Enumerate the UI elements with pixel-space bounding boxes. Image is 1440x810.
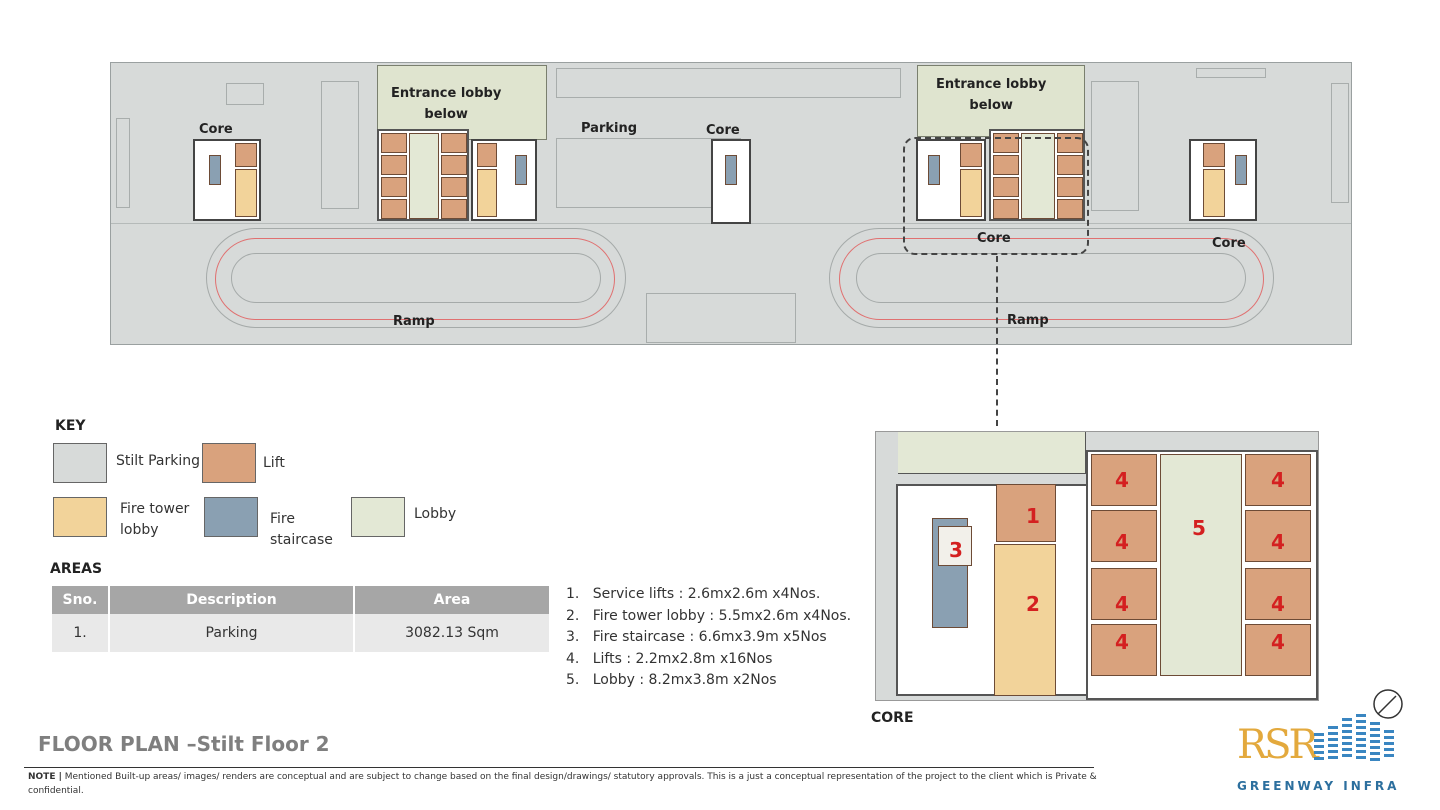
lift-bank-right bbox=[989, 129, 1085, 221]
areas-title: AREAS bbox=[50, 561, 103, 577]
parking-bay bbox=[226, 83, 264, 105]
dimension-notes-list: 1. Service lifts : 2.6mx2.6m x4Nos. 2. F… bbox=[566, 584, 851, 692]
entrance-lobby-left bbox=[377, 65, 547, 140]
page-title: FLOOR PLAN –Stilt Floor 2 bbox=[38, 732, 330, 756]
callout-connector bbox=[996, 256, 998, 426]
label-number-4: 4 bbox=[1115, 630, 1129, 654]
swatch-lobby bbox=[351, 497, 405, 537]
table-row: 1. Parking 3082.13 Sqm bbox=[52, 614, 549, 652]
logo-subtitle: GREENWAY INFRA bbox=[1237, 779, 1400, 793]
parking-bays bbox=[646, 293, 796, 343]
detail-fire-tower-lobby bbox=[994, 544, 1056, 696]
detail-lift bbox=[1091, 510, 1157, 562]
label-number-4: 4 bbox=[1115, 468, 1129, 492]
swatch-fire-staircase bbox=[204, 497, 258, 537]
detail-lobby-top bbox=[898, 432, 1086, 474]
ramp-right-path bbox=[839, 238, 1264, 320]
ramp-right bbox=[829, 228, 1274, 328]
label-number-4: 4 bbox=[1115, 592, 1129, 616]
entrance-lobby-label: Entrance lobby below bbox=[391, 86, 502, 122]
label-number-4: 4 bbox=[1271, 468, 1285, 492]
ramp-left bbox=[206, 228, 626, 328]
core-3 bbox=[916, 139, 986, 221]
ramp-label: Ramp bbox=[393, 314, 435, 329]
core-label: Core bbox=[1212, 236, 1246, 251]
cell-area: 3082.13 Sqm bbox=[355, 614, 549, 652]
entrance-lobby-label: Entrance lobby below bbox=[936, 77, 1047, 113]
swatch-lift bbox=[202, 443, 256, 483]
label-number-1: 1 bbox=[1026, 504, 1040, 528]
disclaimer-note: NOTE | Mentioned Built-up areas/ images/… bbox=[28, 770, 1108, 798]
column-header-area: Area bbox=[355, 586, 549, 614]
detail-service-lift bbox=[996, 484, 1056, 542]
column-header-sno: Sno. bbox=[52, 586, 108, 614]
note-item: 1. Service lifts : 2.6mx2.6m x4Nos. bbox=[566, 586, 821, 602]
detail-lift bbox=[1245, 454, 1311, 506]
detail-lift bbox=[1091, 454, 1157, 506]
core-label: Core bbox=[977, 231, 1011, 246]
building-logo-icon bbox=[1314, 689, 1403, 761]
parking-bays bbox=[116, 118, 130, 208]
areas-table: Sno. Description Area 1. Parking 3082.13… bbox=[50, 586, 551, 652]
key-label-lobby: Lobby bbox=[414, 506, 457, 522]
ramp-left-path bbox=[215, 238, 615, 320]
parking-bays bbox=[1331, 83, 1349, 203]
key-label-fire-staircase: Fire staircase bbox=[270, 511, 333, 548]
footer-divider bbox=[24, 767, 1094, 768]
note-label: NOTE | bbox=[28, 772, 62, 782]
key-label-fire-tower-lobby: Fire tower lobby bbox=[120, 501, 190, 538]
core-1 bbox=[193, 139, 261, 221]
label-number-5: 5 bbox=[1192, 516, 1206, 540]
detail-lift bbox=[1091, 624, 1157, 676]
key-label-stilt-parking: Stilt Parking bbox=[116, 453, 200, 469]
core-label: Core bbox=[706, 123, 740, 138]
parking-bays bbox=[1196, 68, 1266, 78]
column-header-description: Description bbox=[110, 586, 353, 614]
label-number-4: 4 bbox=[1271, 530, 1285, 554]
cell-description: Parking bbox=[110, 614, 353, 652]
core-highlight-outline bbox=[903, 137, 1089, 255]
logo-rsr-mark: RSR bbox=[1237, 722, 1319, 768]
core-left-2 bbox=[471, 139, 537, 221]
parking-bays bbox=[556, 68, 901, 98]
site-floor-plan: Core Entrance lobby below Parking Core E… bbox=[110, 62, 1352, 345]
core-4 bbox=[1189, 139, 1257, 221]
parking-bays bbox=[321, 81, 359, 209]
note-body: Mentioned Built-up areas/ images/ render… bbox=[28, 772, 1097, 796]
key-label-lift: Lift bbox=[263, 455, 285, 471]
swatch-fire-tower-lobby bbox=[53, 497, 107, 537]
key-title: KEY bbox=[55, 418, 86, 434]
core-detail-plan: 1 2 3 4 4 4 4 4 4 4 4 5 bbox=[875, 431, 1319, 701]
detail-lobby bbox=[1160, 454, 1242, 676]
detail-lift bbox=[1091, 568, 1157, 620]
label-number-2: 2 bbox=[1026, 592, 1040, 616]
lift-bank-left bbox=[377, 129, 469, 221]
label-number-3: 3 bbox=[949, 538, 963, 562]
parking-bays bbox=[1091, 81, 1139, 211]
cell-sno: 1. bbox=[52, 614, 108, 652]
detail-lift bbox=[1245, 624, 1311, 676]
note-item: 2. Fire tower lobby : 5.5mx2.6m x4Nos. bbox=[566, 607, 852, 624]
note-item: 3. Fire staircase : 6.6mx3.9m x5Nos bbox=[566, 629, 827, 645]
note-item: 5. Lobby : 8.2mx3.8m x2Nos bbox=[566, 672, 777, 688]
label-number-4: 4 bbox=[1271, 630, 1285, 654]
detail-lift bbox=[1245, 568, 1311, 620]
note-item: 4. Lifts : 2.2mx2.8m x16Nos bbox=[566, 650, 773, 667]
label-number-4: 4 bbox=[1271, 592, 1285, 616]
detail-stair-label-bg bbox=[938, 526, 972, 566]
core-2 bbox=[711, 139, 751, 224]
detail-lift bbox=[1245, 510, 1311, 562]
ramp-label: Ramp bbox=[1007, 313, 1049, 328]
swatch-stilt-parking bbox=[53, 443, 107, 483]
label-number-4: 4 bbox=[1115, 530, 1129, 554]
parking-label: Parking bbox=[581, 121, 638, 136]
core-label: Core bbox=[199, 122, 233, 137]
core-detail-label: CORE bbox=[871, 710, 914, 726]
